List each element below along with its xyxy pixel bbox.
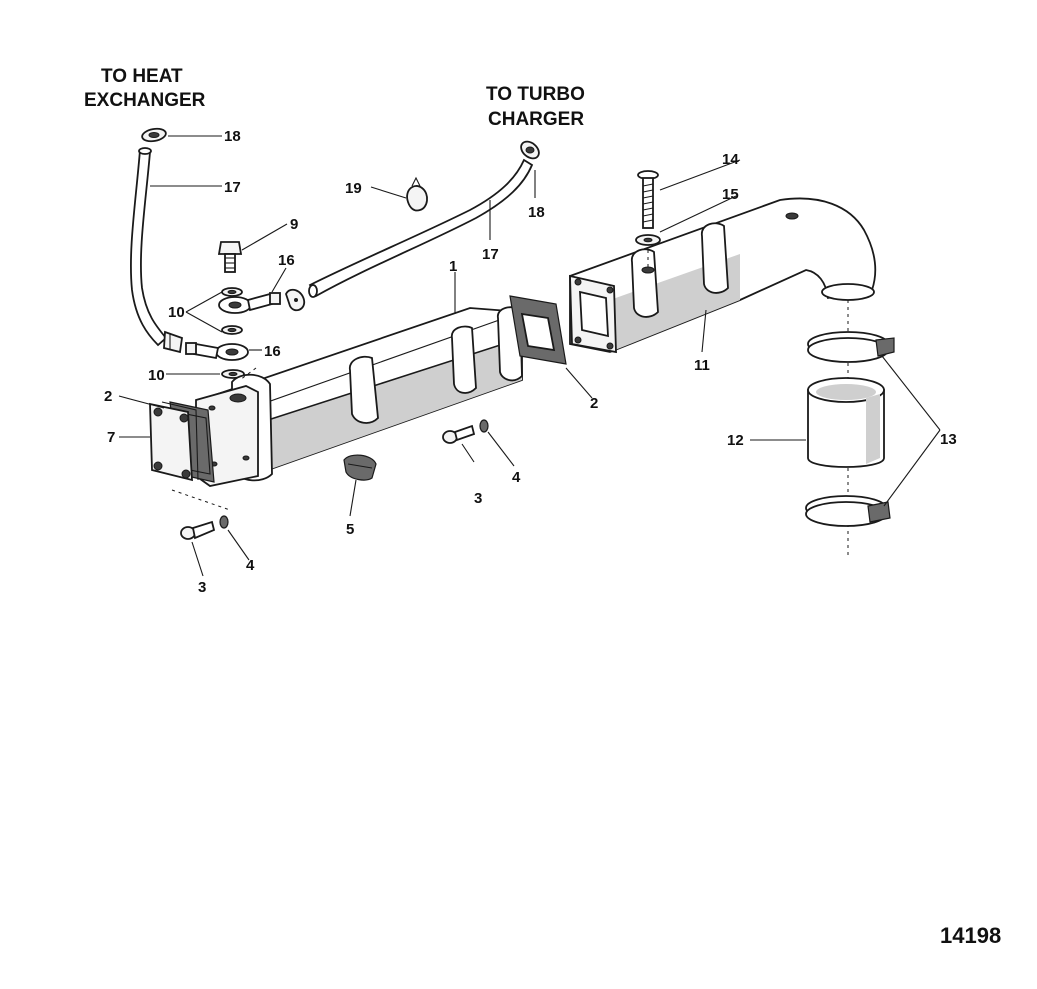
callout-2-right: 2: [590, 395, 598, 412]
callout-18-left: 18: [224, 128, 241, 145]
turbo-charger-label-line1: TO TURBO: [486, 84, 585, 105]
callout-3-center: 3: [474, 490, 482, 507]
hose-to-turbo-charger: [308, 158, 534, 298]
banjo-bolt: [217, 241, 243, 273]
callout-4-left: 4: [246, 557, 255, 574]
callout-17-left: 17: [224, 179, 241, 196]
bolt-left: [180, 520, 216, 540]
hose-to-heat-exchanger: [130, 147, 168, 347]
hose-clamp-top-right: [520, 140, 540, 160]
callout-7: 7: [107, 429, 115, 446]
callout-5: 5: [346, 521, 354, 538]
fitting-gasket: [285, 288, 306, 312]
hose-clamp-upper: [807, 331, 895, 363]
heat-exchanger-label-line2: EXCHANGER: [84, 90, 206, 111]
callout-4-center: 4: [512, 469, 521, 486]
flange-gasket: [509, 295, 567, 365]
callout-16-lower: 16: [264, 343, 281, 360]
figure-number: 14198: [940, 923, 1001, 948]
heat-exchanger-label-line1: TO HEAT: [101, 66, 183, 87]
hose-clamp-top-left: [141, 127, 167, 143]
leader-lines: [118, 135, 941, 577]
callout-18-right: 18: [528, 204, 545, 221]
mounting-screw: [637, 170, 659, 229]
callout-16-upper: 16: [278, 252, 295, 269]
sealing-washer-middle: [221, 325, 243, 335]
callout-1: 1: [449, 258, 457, 275]
banjo-fitting-upper: [218, 292, 281, 314]
exhaust-elbow: [569, 197, 877, 354]
end-cover-plate: [149, 401, 199, 482]
callout-2-left: 2: [104, 388, 112, 405]
hose-clamp-lower-left: [163, 330, 183, 354]
callout-11: 11: [694, 357, 710, 374]
exhaust-sleeve: [807, 377, 885, 468]
callout-19: 19: [345, 180, 362, 197]
sealing-washer-lower: [221, 369, 245, 379]
turbo-charger-label-line2: CHARGER: [488, 109, 584, 130]
callout-9: 9: [290, 216, 298, 233]
hose-clip: [406, 176, 428, 212]
callout-15: 15: [722, 186, 739, 203]
hose-clamp-lower: [805, 495, 891, 527]
flat-washer: [635, 234, 661, 246]
lock-washer-center: [479, 419, 489, 433]
bolt-center: [442, 424, 476, 444]
lock-washer-left: [219, 515, 229, 529]
banjo-fitting-lower: [185, 342, 249, 361]
drain-plug: [343, 454, 377, 481]
exhaust-manifold: [195, 306, 523, 487]
callout-10-lower: 10: [148, 367, 165, 384]
callout-14: 14: [722, 151, 739, 168]
sealing-washer-upper: [221, 287, 243, 297]
callout-12: 12: [727, 432, 744, 449]
callout-13: 13: [940, 431, 957, 448]
callout-17-right: 17: [482, 246, 499, 263]
callout-3-left: 3: [198, 579, 206, 596]
callout-10-upper: 10: [168, 304, 185, 321]
